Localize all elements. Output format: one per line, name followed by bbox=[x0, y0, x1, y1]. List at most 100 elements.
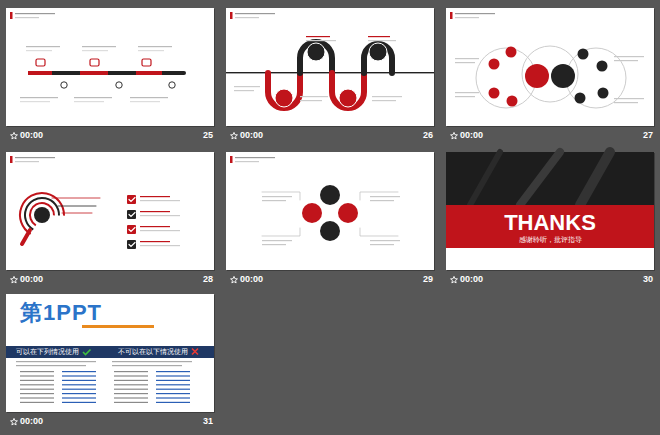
text-placeholder bbox=[62, 389, 96, 390]
wave-node bbox=[339, 89, 357, 107]
timeline-icon bbox=[169, 82, 175, 88]
text-placeholder bbox=[16, 365, 86, 366]
timing-star bbox=[231, 132, 238, 139]
building-photo bbox=[446, 152, 654, 205]
wave-path bbox=[332, 73, 364, 108]
check-icon bbox=[83, 350, 91, 355]
text-placeholder bbox=[62, 371, 96, 372]
text-placeholder bbox=[15, 13, 55, 14]
slide-number: 25 bbox=[203, 130, 213, 141]
text-placeholder bbox=[114, 380, 148, 381]
text-placeholder bbox=[368, 40, 396, 41]
slide-shadow bbox=[447, 9, 655, 127]
cross-icon bbox=[192, 349, 198, 355]
slide-background bbox=[226, 152, 434, 270]
venn-dot bbox=[597, 61, 608, 72]
text-placeholder bbox=[20, 371, 54, 372]
slide-shadow bbox=[447, 153, 655, 271]
timeline-icon bbox=[116, 82, 122, 88]
text-placeholder bbox=[20, 393, 54, 394]
gauge-core bbox=[34, 207, 50, 223]
checkbox bbox=[127, 195, 136, 204]
slide-number: 30 bbox=[643, 274, 653, 285]
slide-number: 26 bbox=[423, 130, 433, 141]
timeline-end bbox=[182, 71, 186, 75]
text-placeholder bbox=[156, 384, 190, 385]
timeline-icon bbox=[36, 59, 45, 66]
text-placeholder bbox=[300, 96, 328, 97]
timing-star bbox=[231, 276, 238, 283]
title-marker bbox=[10, 156, 13, 163]
building-edge bbox=[520, 152, 560, 205]
flower-circle bbox=[338, 203, 358, 223]
checkbox bbox=[127, 210, 136, 219]
bracket bbox=[262, 228, 300, 236]
text-placeholder bbox=[62, 397, 96, 398]
leader-line bbox=[58, 206, 96, 207]
text-placeholder bbox=[156, 389, 190, 390]
text-placeholder bbox=[138, 46, 172, 47]
building-edge bbox=[580, 152, 610, 205]
timing-star bbox=[11, 276, 18, 283]
venn-center bbox=[551, 64, 575, 88]
text-placeholder bbox=[235, 157, 275, 158]
text-placeholder bbox=[26, 46, 60, 47]
slide-thumbnail: 31第1PPT可以在下列情况使用不可以在以下情况使用 bbox=[6, 294, 214, 412]
timeline-segment bbox=[162, 71, 184, 75]
text-placeholder bbox=[156, 380, 190, 381]
text-placeholder bbox=[26, 50, 52, 51]
slide-background bbox=[226, 8, 434, 126]
text-placeholder bbox=[262, 240, 292, 241]
slide-background bbox=[6, 152, 214, 270]
title-marker bbox=[230, 12, 233, 19]
text-placeholder bbox=[114, 371, 148, 372]
text-placeholder bbox=[156, 402, 190, 403]
leader-line bbox=[62, 213, 92, 214]
slide-timing: 00:00 bbox=[460, 130, 483, 141]
timing-star bbox=[451, 276, 458, 283]
slide-shadow bbox=[7, 9, 215, 127]
text-placeholder bbox=[62, 380, 96, 381]
checkmark bbox=[129, 198, 135, 202]
text-placeholder bbox=[234, 86, 260, 87]
gauge-ring bbox=[29, 202, 55, 226]
wave-path bbox=[268, 73, 300, 108]
slide-background bbox=[446, 152, 654, 270]
leader-line bbox=[52, 198, 100, 199]
text-placeholder bbox=[455, 96, 475, 97]
timing-star bbox=[11, 132, 18, 139]
text-placeholder bbox=[114, 384, 148, 385]
text-placeholder bbox=[262, 196, 292, 197]
text-placeholder bbox=[370, 196, 400, 197]
venn-ring bbox=[522, 46, 578, 102]
text-placeholder bbox=[20, 380, 54, 381]
gauge-ring bbox=[24, 197, 60, 230]
text-placeholder bbox=[20, 101, 50, 102]
text-placeholder bbox=[156, 397, 190, 398]
text-placeholder bbox=[156, 375, 190, 376]
slide-background bbox=[6, 8, 214, 126]
venn-dot bbox=[578, 49, 589, 60]
text-placeholder bbox=[62, 393, 96, 394]
bracket bbox=[360, 228, 398, 236]
gauge-ring bbox=[19, 192, 65, 235]
text-placeholder bbox=[74, 101, 104, 102]
text-placeholder bbox=[235, 17, 259, 18]
slide-thumbnail: 27 bbox=[446, 8, 654, 126]
venn-center bbox=[525, 64, 549, 88]
text-placeholder bbox=[455, 92, 479, 93]
wave-node bbox=[275, 89, 293, 107]
text-placeholder bbox=[614, 56, 644, 57]
slide-text: 可以在下列情况使用 bbox=[16, 346, 79, 358]
text-placeholder bbox=[140, 241, 170, 242]
text-placeholder bbox=[140, 215, 180, 216]
text-placeholder bbox=[82, 50, 108, 51]
text-placeholder bbox=[20, 389, 54, 390]
slide-thumbnail: 26 bbox=[226, 8, 434, 126]
venn-dot bbox=[506, 47, 517, 58]
slide-background bbox=[446, 8, 654, 126]
text-placeholder bbox=[140, 211, 170, 212]
text-placeholder bbox=[20, 402, 54, 403]
timeline-segment bbox=[80, 71, 108, 75]
title-marker bbox=[230, 156, 233, 163]
